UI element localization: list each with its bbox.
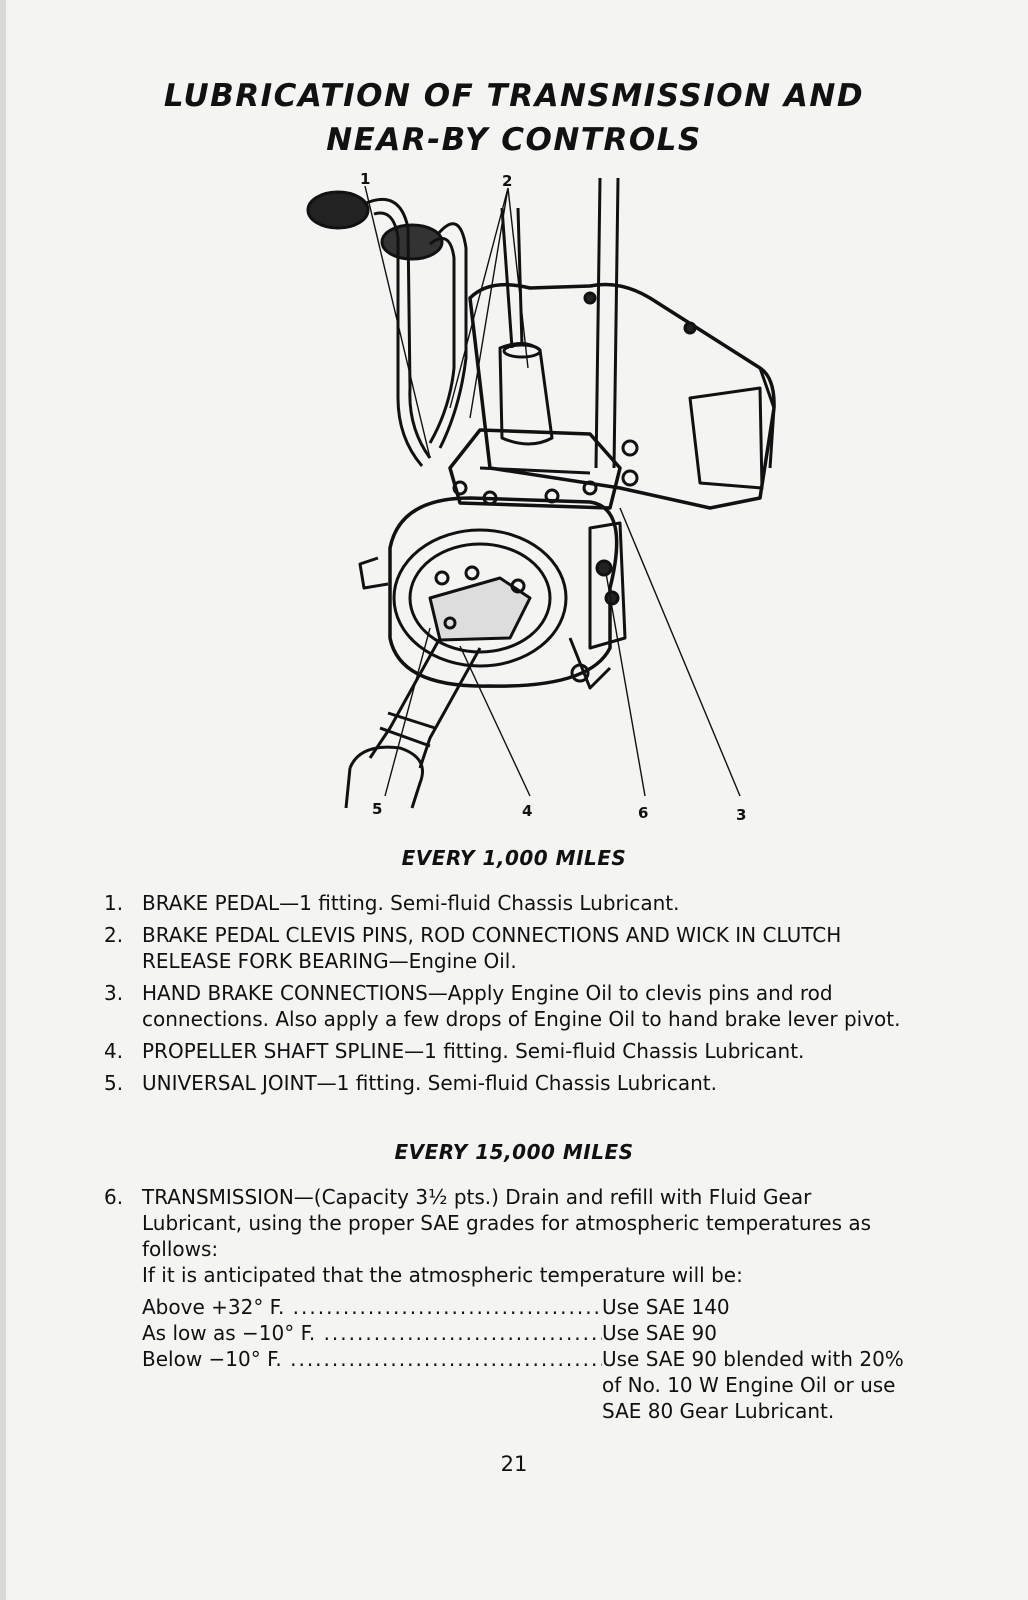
list-item: 5. UNIVERSAL JOINT—1 fitting. Semi-fluid… [104,1070,968,1096]
temperature-row-continued: of No. 10 W Engine Oil or use [142,1372,968,1398]
temperature-condition: As low as −10° F. [142,1320,602,1346]
title-line-2: NEAR-BY CONTROLS [326,122,702,158]
list-item: 6. TRANSMISSION—(Capacity 3½ pts.) Drain… [104,1184,968,1288]
page-number: 21 [500,1452,528,1476]
item-line: TRANSMISSION—(Capacity 3½ pts.) Drain an… [142,1185,812,1209]
item-text: BRAKE PEDAL CLEVIS PINS, ROD CONNECTIONS… [142,922,968,974]
maintenance-list-15000: 6. TRANSMISSION—(Capacity 3½ pts.) Drain… [104,1184,968,1424]
temperature-condition: Below −10° F. [142,1346,602,1372]
section-heading-15000: EVERY 15,000 MILES [394,1140,634,1164]
item-number: 6. [104,1185,124,1209]
item-text: PROPELLER SHAFT SPLINE—1 fitting. Semi-f… [142,1039,805,1063]
transmission-illustration: 1 2 5 4 6 3 [290,168,810,858]
callout-5: 5 [372,800,383,818]
list-item: 2. BRAKE PEDAL CLEVIS PINS, ROD CONNECTI… [104,922,968,974]
sae-grade: Use SAE 90 blended with 20% [602,1347,904,1371]
item-number: 5. [104,1071,124,1095]
item-line: RELEASE FORK BEARING—Engine Oil. [142,949,517,973]
item-text: BRAKE PEDAL—1 fitting. Semi-fluid Chassi… [142,891,680,915]
list-item: 4. PROPELLER SHAFT SPLINE—1 fitting. Sem… [104,1038,968,1064]
callout-2: 2 [502,172,513,190]
callout-4: 4 [522,802,533,820]
item-number: 3. [104,981,124,1005]
item-line: HAND BRAKE CONNECTIONS—Apply Engine Oil … [142,981,833,1005]
temperature-row: As low as −10° F. Use SAE 90 [142,1320,968,1346]
temperature-row: Below −10° F. Use SAE 90 blended with 20… [142,1346,968,1372]
item-line: connections. Also apply a few drops of E… [142,1007,901,1031]
spacer [142,1398,602,1424]
item-number: 2. [104,923,124,947]
brake-pedal-pad-left [306,190,370,230]
page-title: LUBRICATION OF TRANSMISSION AND NEAR-BY … [0,74,1028,162]
callout-leaders [364,185,741,797]
transmission-drawing [306,177,776,809]
list-item: 3. HAND BRAKE CONNECTIONS—Apply Engine O… [104,980,968,1032]
item-number: 1. [104,891,124,915]
sae-grade-note: of No. 10 W Engine Oil or use [602,1373,896,1397]
temperature-row-continued: SAE 80 Gear Lubricant. [142,1398,968,1424]
item-line: follows: [142,1237,219,1261]
item-number: 4. [104,1039,124,1063]
list-item: 1. BRAKE PEDAL—1 fitting. Semi-fluid Cha… [104,890,968,916]
sae-grade-note: SAE 80 Gear Lubricant. [602,1399,835,1423]
callout-1: 1 [360,170,371,188]
page-edge [0,0,6,1600]
temperature-table: Above +32° F. Use SAE 140 As low as −10°… [142,1294,968,1424]
spacer [142,1372,602,1398]
item-text: UNIVERSAL JOINT—1 fitting. Semi-fluid Ch… [142,1071,717,1095]
item-line: BRAKE PEDAL CLEVIS PINS, ROD CONNECTIONS… [142,923,842,947]
temperature-condition: Above +32° F. [142,1294,602,1320]
title-line-1: LUBRICATION OF TRANSMISSION AND [163,78,865,114]
section-heading-1000: EVERY 1,000 MILES [401,846,627,870]
maintenance-list-1000: 1. BRAKE PEDAL—1 fitting. Semi-fluid Cha… [104,890,968,1102]
callout-6: 6 [638,804,649,822]
sae-grade: Use SAE 140 [602,1295,730,1319]
item-line: If it is anticipated that the atmospheri… [142,1263,743,1287]
temperature-row: Above +32° F. Use SAE 140 [142,1294,968,1320]
item-text: TRANSMISSION—(Capacity 3½ pts.) Drain an… [142,1184,968,1288]
item-text: HAND BRAKE CONNECTIONS—Apply Engine Oil … [142,980,968,1032]
item-line: Lubricant, using the proper SAE grades f… [142,1211,872,1235]
callout-3: 3 [736,806,747,824]
sae-grade: Use SAE 90 [602,1321,717,1345]
